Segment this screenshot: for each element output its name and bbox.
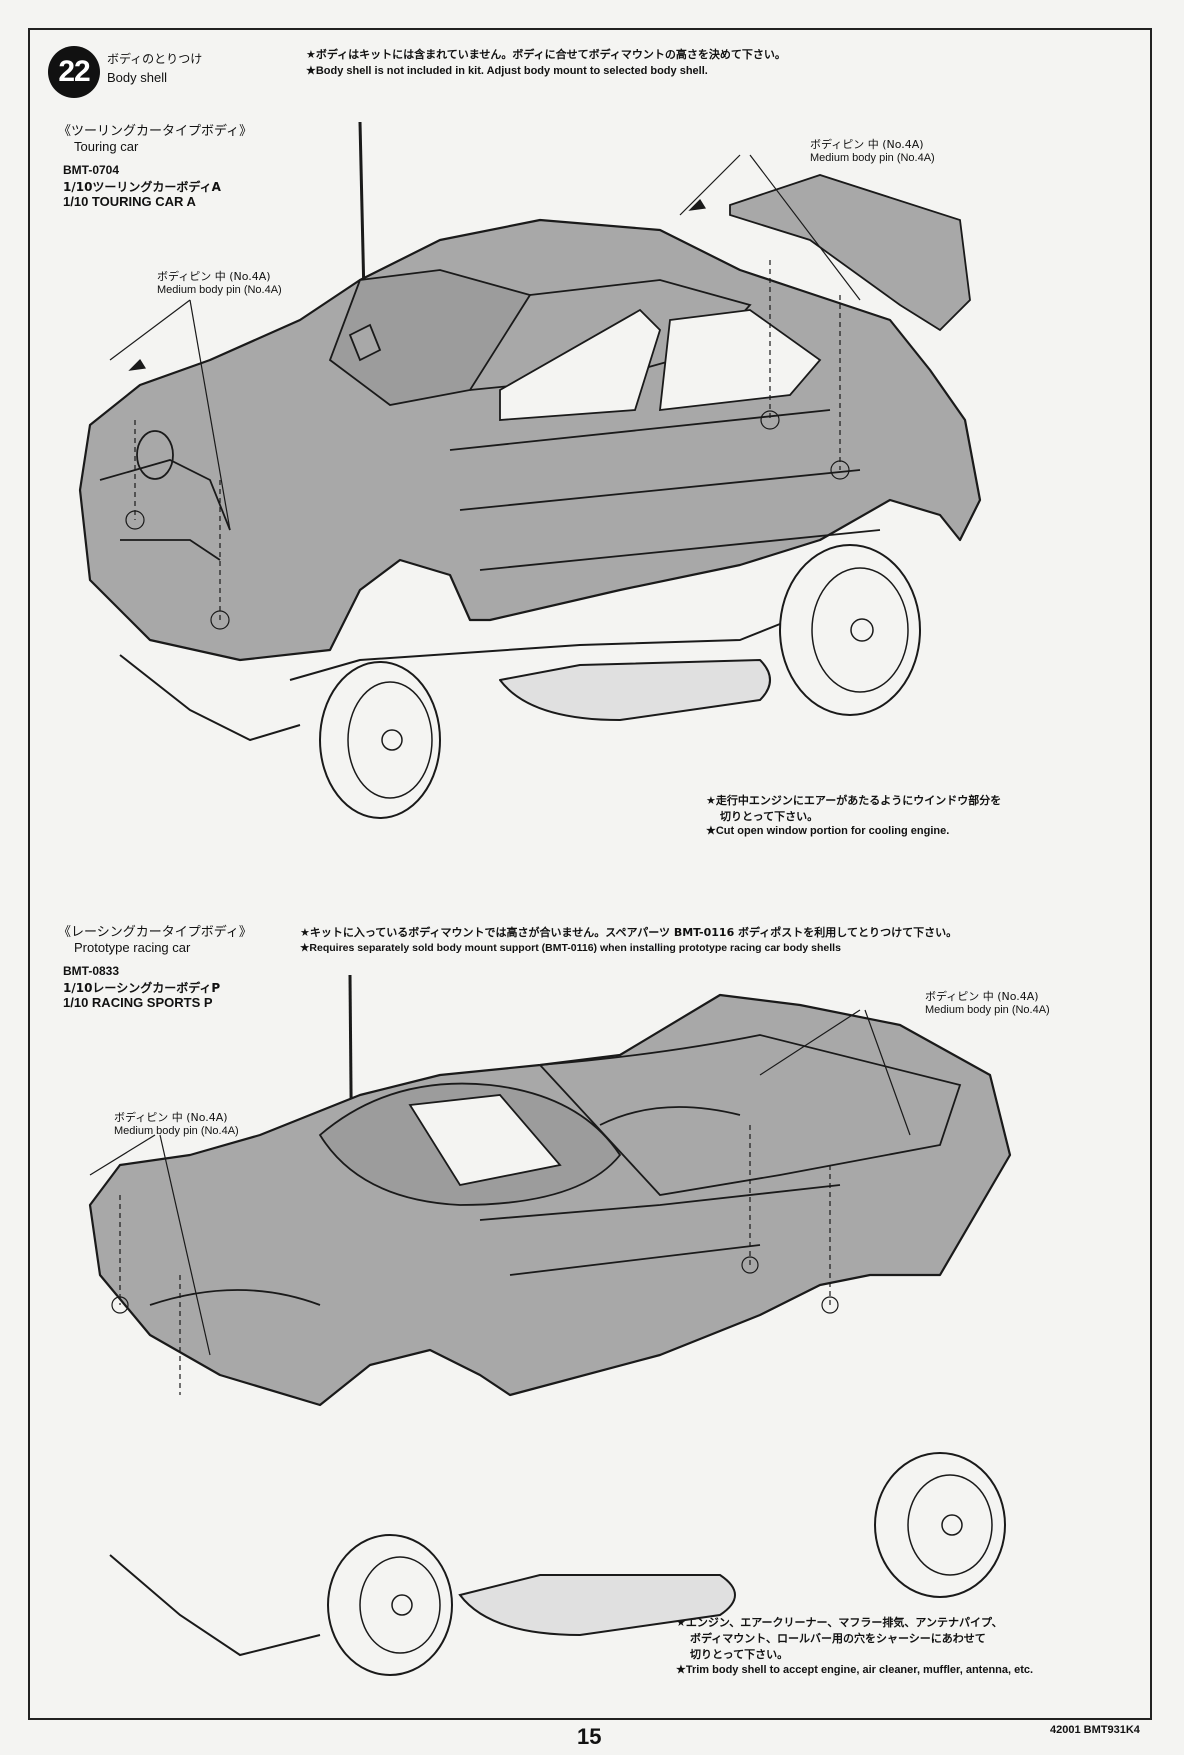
racing-body-post-note-en: ★Requires separately sold body mount sup… [300,942,841,954]
racing-trim-note-jp-2: ボディマウント、ロールバー用の穴をシャーシーにあわせて [690,1632,986,1645]
racing-name-en: 1/10 RACING SPORTS P [63,995,213,1010]
racing-pin-right-jp: ボディピン 中 (No.4A) [925,990,1039,1003]
racing-pin-left-en: Medium body pin (No.4A) [114,1125,239,1137]
touring-window-note-jp-2: 切りとって下さい。 [720,810,819,823]
racing-trim-note-en: ★Trim body shell to accept engine, air c… [676,1664,1034,1676]
touring-pin-right-jp: ボディピン 中 (No.4A) [810,138,924,151]
touring-heading-jp: 《ツーリングカータイプボディ》 [58,124,253,139]
racing-body-post-note-jp: ★キットに入っているボディマウントでは高さが合いません。スペアパーツ BMT-0… [300,926,958,939]
body-not-included-note-en: ★Body shell is not included in kit. Adju… [306,65,708,77]
touring-pin-right-en: Medium body pin (No.4A) [810,152,935,164]
touring-name-jp: 1/10ツーリングカーボディA [63,180,221,194]
racing-body-shell [88,993,1012,1407]
racing-heading-en: Prototype racing car [74,940,191,955]
racing-pin-left-jp: ボディピン 中 (No.4A) [114,1111,228,1124]
racing-front-wheel [327,1534,453,1676]
step-title-jp: ボディのとりつけ [107,52,203,66]
racing-code: BMT-0833 [63,964,120,978]
touring-front-wheel [319,661,441,819]
touring-heading-en: Touring car [74,139,139,154]
page-frame [28,28,1152,1720]
touring-pin-left-en: Medium body pin (No.4A) [157,284,282,296]
racing-rear-wheel [874,1452,1006,1598]
touring-rear-wheel [779,544,921,716]
racing-trim-note-jp-3: 切りとって下さい。 [690,1648,789,1661]
page-number: 15 [577,1724,602,1749]
step-title-en: Body shell [107,70,167,85]
racing-car-illustration [88,975,1012,1676]
racing-pin-right-en: Medium body pin (No.4A) [925,1004,1050,1016]
step-number-badge: 22 [48,46,100,98]
document-code: 42001 BMT931K4 [1050,1724,1140,1736]
touring-code: BMT-0704 [63,163,120,177]
touring-pin-left-jp: ボディピン 中 (No.4A) [157,270,271,283]
body-not-included-note-jp: ★ボディはキットには含まれていません。ボディに合せてボディマウントの高さを決めて… [306,48,786,61]
racing-trim-note-jp-1: ★エンジン、エアークリーナー、マフラー排気、アンテナパイプ、 [676,1616,1003,1629]
touring-window-note-en: ★Cut open window portion for cooling eng… [706,825,950,837]
racing-name-jp: 1/10レーシングカーボディP [63,981,221,995]
touring-car-illustration [78,121,982,819]
touring-name-en: 1/10 TOURING CAR A [63,194,196,209]
touring-window-note-jp-1: ★走行中エンジンにエアーがあたるようにウインドウ部分を [706,794,1002,807]
racing-heading-jp: 《レーシングカータイプボディ》 [58,925,252,940]
